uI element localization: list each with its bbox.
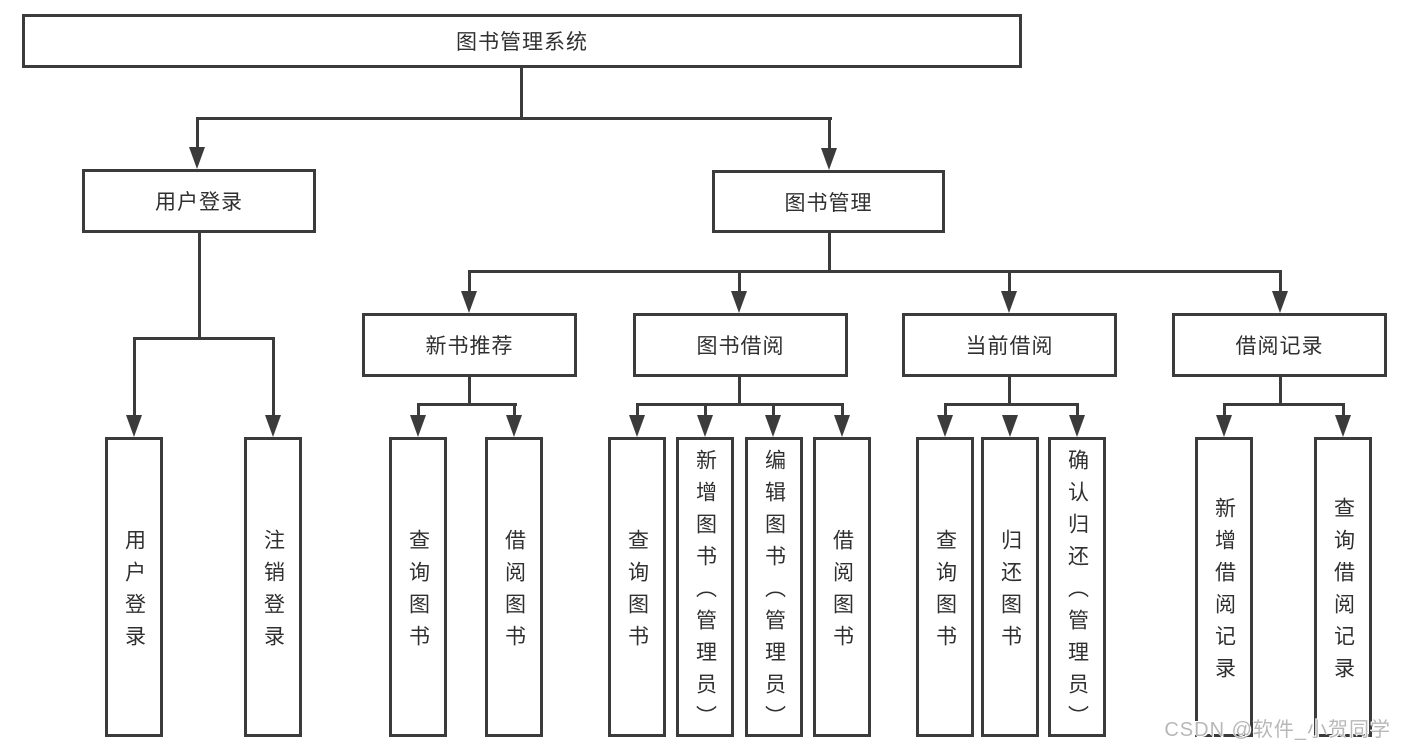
connector-line (772, 403, 775, 417)
node-label: 编辑图书（管理员） (762, 448, 786, 737)
node-label: 借阅图书 (830, 528, 854, 657)
connector-line (738, 377, 741, 406)
node-label: 图书管理系统 (456, 31, 588, 54)
connector-line (944, 403, 947, 417)
connector-line (417, 403, 517, 406)
connector-line (704, 403, 707, 417)
leaf-query-books-borrowing: 查询图书 (608, 437, 666, 737)
leaf-add-book-admin: 新增图书（管理员） (676, 437, 734, 737)
arrow-down-icon (265, 415, 281, 437)
leaf-edit-book-admin: 编辑图书（管理员） (745, 437, 803, 737)
leaf-query-borrow-record: 查询借阅记录 (1314, 437, 1372, 737)
connector-line (841, 403, 844, 417)
node-label: 新书推荐 (425, 335, 514, 358)
node-label: 注销登录 (261, 528, 285, 657)
leaf-borrow-books-recommend: 借阅图书 (485, 437, 543, 737)
connector-line (1008, 270, 1011, 292)
connector-line (1279, 377, 1282, 406)
connector-line (636, 403, 844, 406)
connector-line (468, 270, 471, 292)
arrow-down-icon (1335, 415, 1351, 437)
node-label: 查询图书 (625, 528, 649, 657)
node-label: 当前借阅 (965, 335, 1054, 358)
connector-line (1223, 403, 1345, 406)
arrow-down-icon (1272, 291, 1288, 313)
connector-line (520, 68, 523, 118)
leaf-return-book: 归还图书 (981, 437, 1039, 737)
leaf-logout: 注销登录 (244, 437, 302, 737)
arrow-down-icon (629, 415, 645, 437)
connector-line (417, 403, 420, 417)
node-label: 用户登录 (122, 528, 146, 657)
connector-line (468, 377, 471, 406)
connector-line (828, 233, 831, 273)
arrow-down-icon (189, 147, 205, 169)
connector-line (636, 403, 639, 417)
arrow-down-icon (1069, 415, 1085, 437)
node-book-management: 图书管理 (712, 170, 945, 233)
leaf-add-borrow-record: 新增借阅记录 (1195, 437, 1253, 737)
connector-line (1223, 403, 1226, 417)
arrow-down-icon (821, 148, 837, 170)
connector-line (738, 270, 741, 292)
arrow-down-icon (697, 415, 713, 437)
connector-line (1076, 403, 1079, 417)
arrow-down-icon (126, 415, 142, 437)
leaf-query-books-current: 查询图书 (916, 437, 974, 737)
connector-line (513, 403, 516, 417)
node-label: 确认归还（管理员） (1065, 448, 1089, 737)
node-current-borrowing: 当前借阅 (902, 313, 1117, 377)
node-label: 查询图书 (406, 528, 430, 657)
leaf-confirm-return-admin: 确认归还（管理员） (1048, 437, 1106, 737)
node-label: 借阅图书 (502, 528, 526, 657)
node-label: 查询借阅记录 (1331, 496, 1355, 689)
arrow-down-icon (937, 415, 953, 437)
arrow-down-icon (1001, 291, 1017, 313)
arrow-down-icon (506, 415, 522, 437)
connector-line (272, 337, 275, 417)
node-library-management-system: 图书管理系统 (22, 14, 1022, 68)
connector-line (133, 337, 136, 417)
connector-line (1008, 377, 1011, 406)
node-label: 新增借阅记录 (1212, 496, 1236, 689)
connector-line (198, 233, 201, 337)
node-label: 图书管理 (784, 191, 873, 215)
arrow-down-icon (834, 415, 850, 437)
node-label: 图书借阅 (696, 335, 785, 358)
arrow-down-icon (461, 291, 477, 313)
node-borrowing-records: 借阅记录 (1172, 313, 1387, 377)
arrow-down-icon (731, 291, 747, 313)
connector-line (196, 117, 199, 151)
node-user-login: 用户登录 (82, 169, 316, 233)
connector-line (196, 117, 832, 120)
node-book-borrowing: 图书借阅 (633, 313, 848, 377)
connector-line (828, 117, 831, 151)
leaf-query-books-recommend: 查询图书 (389, 437, 447, 737)
arrow-down-icon (765, 415, 781, 437)
connector-line (1279, 270, 1282, 292)
node-label: 借阅记录 (1235, 335, 1324, 358)
node-new-book-recommend: 新书推荐 (362, 313, 577, 377)
arrow-down-icon (1002, 415, 1018, 437)
arrow-down-icon (410, 415, 426, 437)
connector-line (468, 270, 1282, 273)
arrow-down-icon (1216, 415, 1232, 437)
connector-line (1342, 403, 1345, 417)
connector-line (133, 337, 275, 340)
node-label: 查询图书 (933, 528, 957, 657)
node-label: 用户登录 (155, 191, 243, 214)
node-label: 新增图书（管理员） (693, 448, 717, 737)
leaf-borrow-books-borrowing: 借阅图书 (813, 437, 871, 737)
leaf-user-login: 用户登录 (105, 437, 163, 737)
connector-line (944, 403, 1079, 406)
node-label: 归还图书 (998, 528, 1022, 657)
